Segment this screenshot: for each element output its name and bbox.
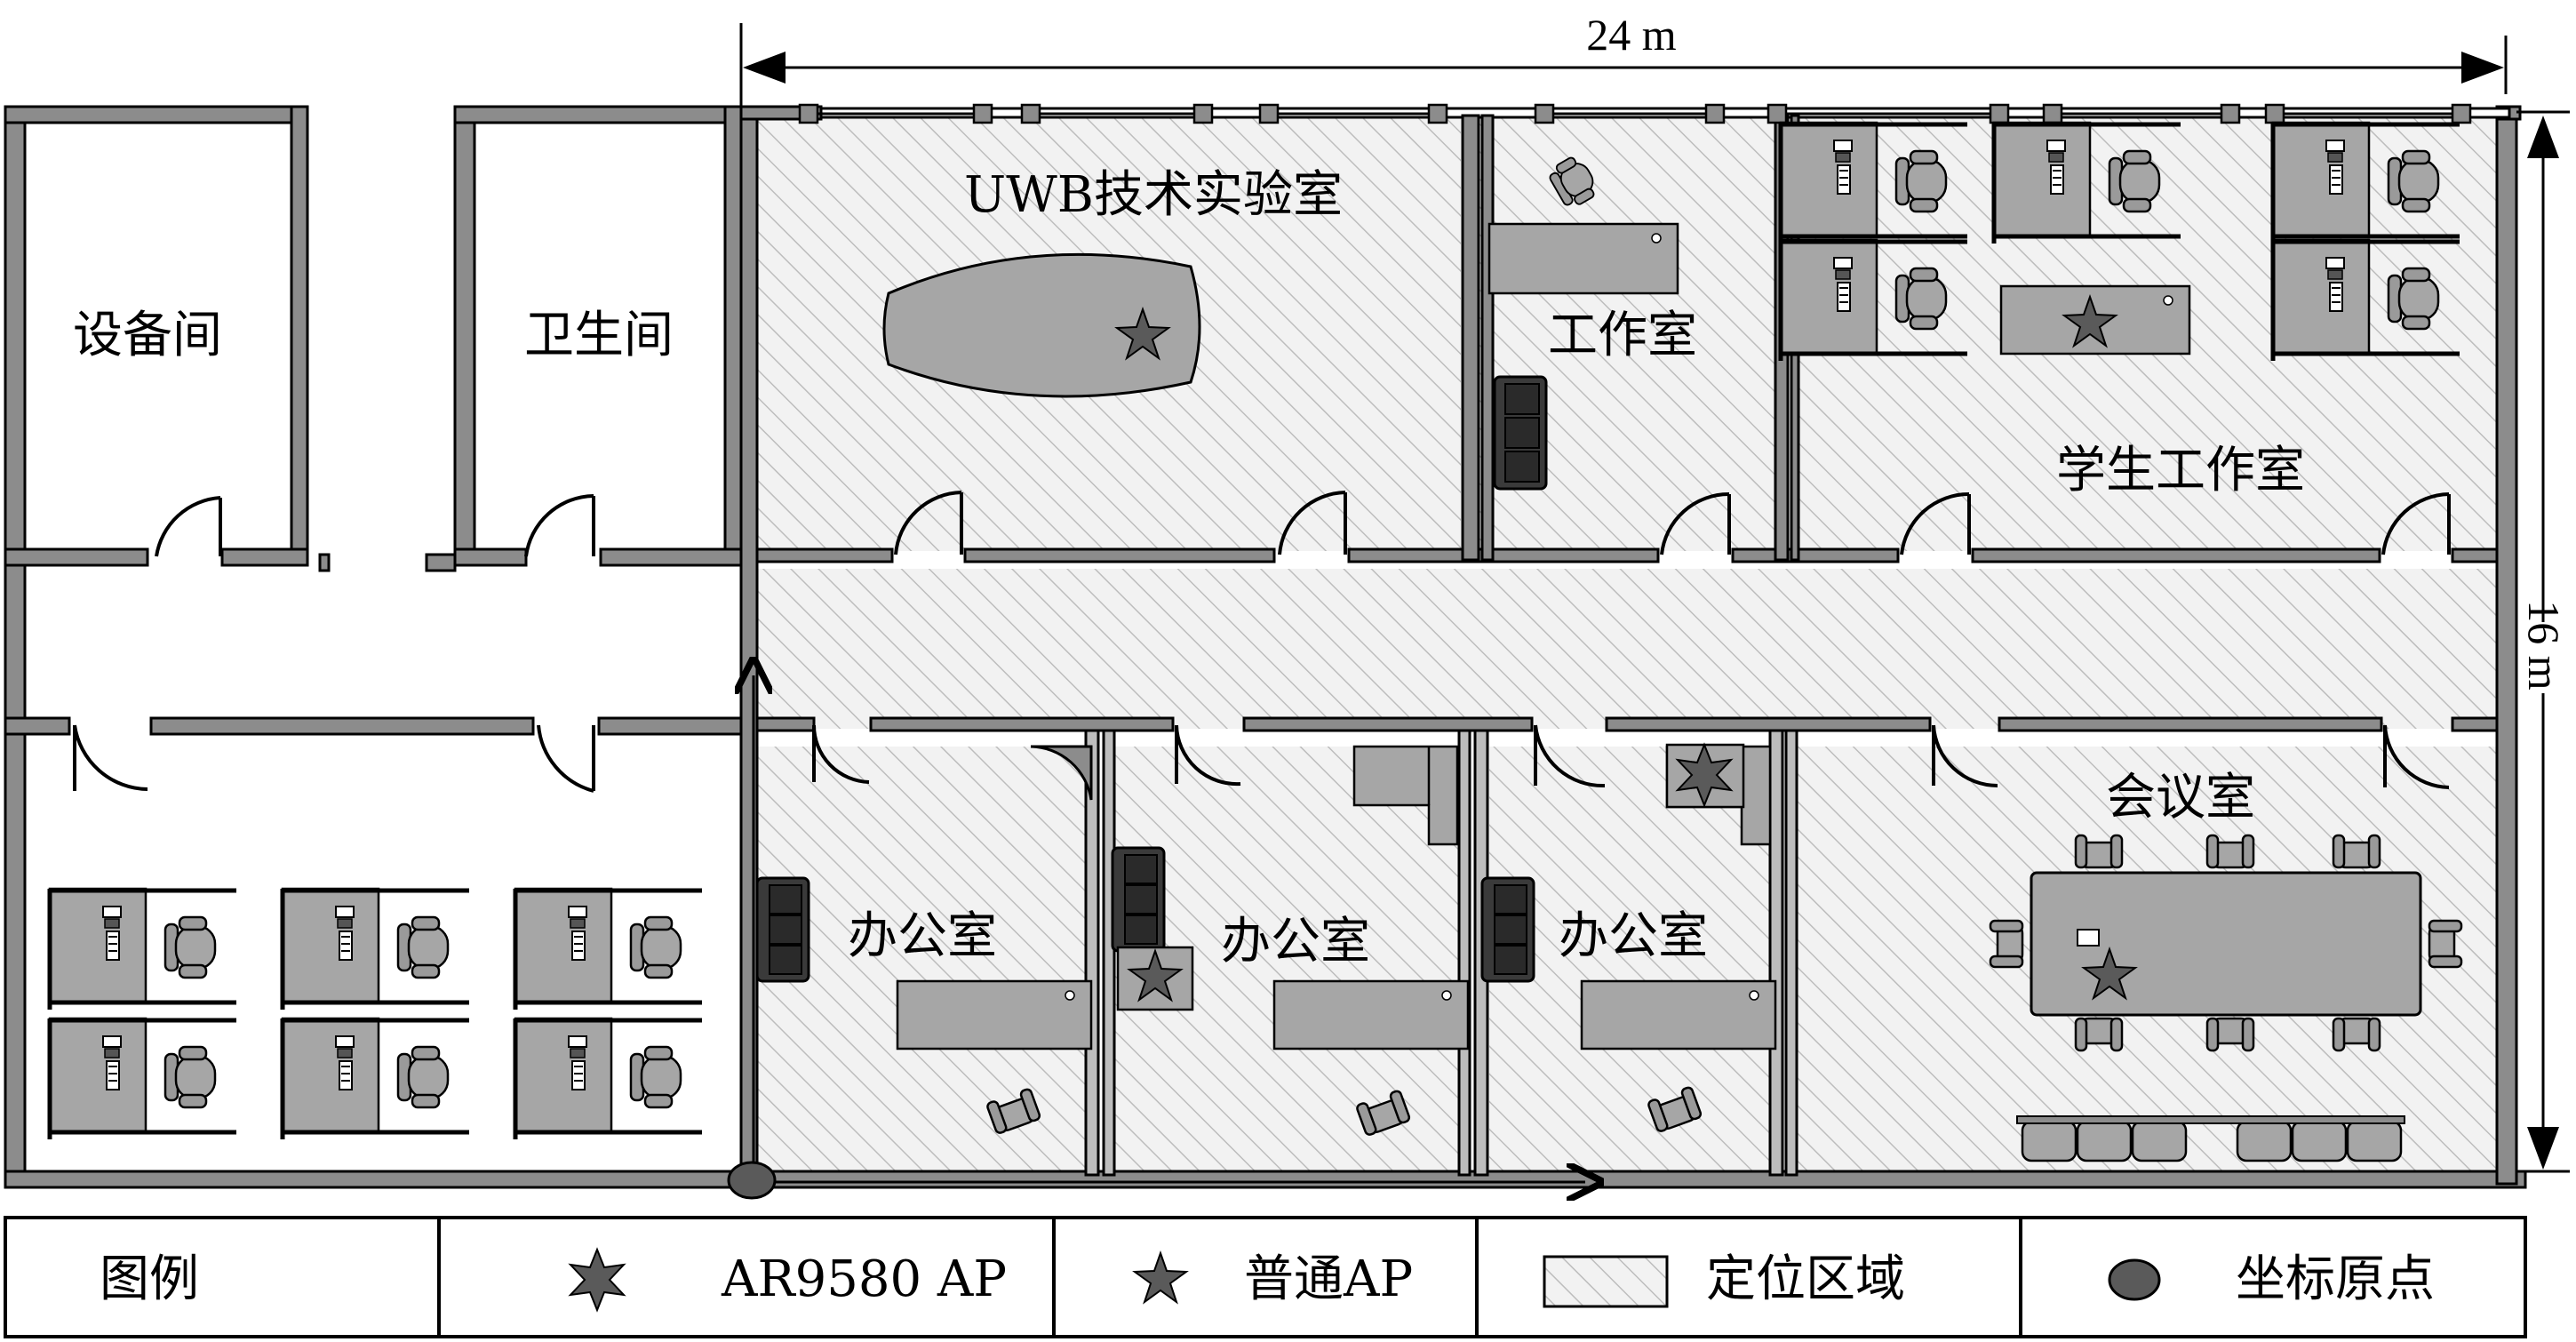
legend-origin: 坐标原点: [2236, 1250, 2435, 1308]
room-label-student-workroom: 学生工作室: [2056, 442, 2305, 499]
height-dimension-label: 16 m: [2519, 600, 2569, 691]
access-points: [1116, 296, 2136, 1001]
room-label-equipment: 设备间: [73, 307, 222, 364]
windows: [798, 103, 2472, 124]
room-label-office-3: 办公室: [1559, 907, 1708, 965]
positioning-area-legend-swatch: [1543, 1255, 1669, 1308]
coordinate-axes: [727, 675, 1585, 1200]
legend: 图例 AR9580 AP 普通AP 定位区域 坐标原点: [4, 1216, 2527, 1338]
origin-legend-icon: [2108, 1258, 2161, 1301]
width-dimension-label: 24 m: [1586, 10, 1677, 60]
legend-normal-ap: 普通AP: [1244, 1250, 1413, 1308]
room-label-office-2: 办公室: [1221, 913, 1370, 971]
room-label-workroom: 工作室: [1548, 307, 1697, 364]
origin-marker: [727, 1161, 777, 1200]
room-label-meeting-room: 会议室: [2106, 769, 2255, 827]
furniture: [50, 123, 2463, 1162]
room-label-uwb-lab: UWB技术实验室: [964, 166, 1343, 224]
legend-positioning-area: 定位区域: [1706, 1250, 1905, 1308]
legend-title: 图例: [100, 1250, 199, 1308]
doors: [73, 491, 2451, 793]
corner-door-office-1: [1030, 745, 1093, 801]
dimension-lines: [739, 23, 2570, 1173]
room-label-office-1: 办公室: [848, 907, 997, 965]
positioning-regions: [757, 114, 2513, 1173]
walls: [4, 105, 2527, 1189]
room-label-restroom: 卫生间: [524, 307, 674, 364]
legend-ar9580-ap: AR9580 AP: [721, 1250, 1007, 1308]
